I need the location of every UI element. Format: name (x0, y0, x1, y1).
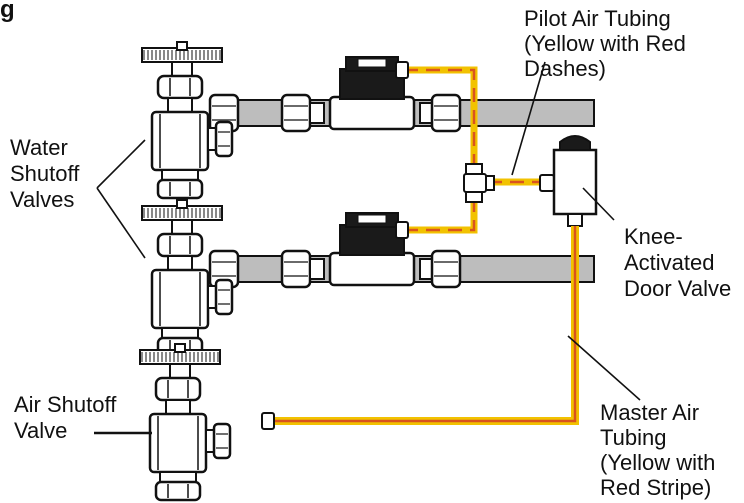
lower-fitting-nut-right (430, 249, 462, 289)
knee-activated-door-valve-label: Knee- Activated Door Valve (624, 224, 731, 301)
master-air-tubing-label: Master Air Tubing (Yellow with Red Strip… (600, 400, 721, 500)
leader-lines (94, 61, 641, 435)
pilot-air-tubing (404, 66, 544, 234)
pilot-tee-fitting (463, 163, 495, 203)
master-air-tubing (268, 226, 579, 425)
lower-fitting-nut-left (280, 249, 312, 289)
water-shutoff-valves-label: Water Shutoff Valves (10, 135, 85, 212)
air-shutoff-valve-label: Air Shutoff Valve (14, 392, 122, 443)
figure-title-fragment: g (0, 0, 15, 23)
knee-activated-door-valve (552, 135, 598, 227)
upper-fitting-nut-left (280, 93, 312, 133)
pilot-air-tubing-label: Pilot Air Tubing (Yellow with Red Dashes… (524, 6, 692, 81)
upper-fitting-nut-right (430, 93, 462, 133)
air-shutoff-valve (139, 343, 232, 502)
